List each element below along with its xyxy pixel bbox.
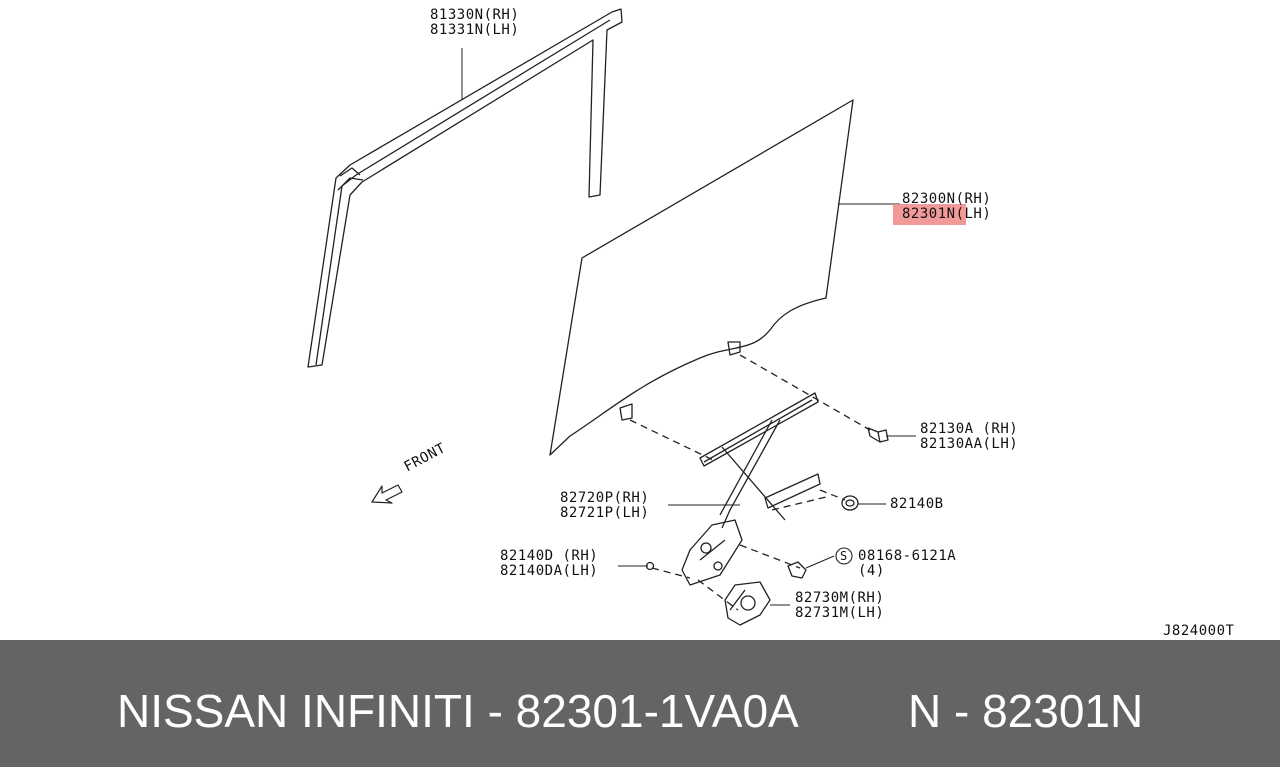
nut-part	[841, 495, 859, 511]
screw-symbol-circle	[835, 547, 853, 565]
rivet-label: 82140D (RH) 82140DA(LH)	[500, 549, 598, 579]
bolt-rh: 82130A (RH)	[920, 421, 1019, 437]
diagram-code: J824000T	[1163, 623, 1235, 639]
glass-rh: 82300N(RH)	[902, 191, 992, 207]
brand-part-number: NISSAN INFINITI - 82301-1VA0A	[117, 685, 799, 737]
part-highlight	[893, 204, 966, 225]
nut-label: 82140B	[890, 496, 944, 512]
bolt-lh: 82130AA(LH)	[920, 436, 1019, 452]
rivet-lh: 82140DA(LH)	[500, 563, 599, 579]
motor-lh: 82731M(LH)	[795, 605, 885, 621]
door-glass	[549, 99, 854, 456]
weatherstrip-label: 81330N(RH) 81331N(LH)	[430, 8, 519, 38]
glass-lh-code: 82301N	[902, 206, 956, 222]
regulator-lh: 82721P(LH)	[560, 505, 650, 521]
weatherstrip-lh: 81331N(LH)	[430, 22, 520, 38]
part-number-banner: NISSAN INFINITI - 82301-1VA0A N - 82301N	[0, 640, 1280, 767]
oem-part-reference: N - 82301N	[908, 685, 1144, 737]
front-arrow-icon	[371, 484, 403, 504]
bolt-part	[867, 427, 889, 443]
screw-qty: (4)	[858, 563, 885, 579]
motor-label: 82730M(RH) 82731M(LH)	[795, 591, 884, 621]
bolt-label: 82130A (RH) 82130AA(LH)	[920, 422, 1018, 452]
regulator-rh: 82720P(RH)	[560, 490, 650, 506]
screw-code: 08168-6121A	[858, 548, 957, 564]
motor-assembly	[724, 581, 771, 626]
parts-diagram: 81330N(RH) 81331N(LH) 82300N(RH) 82301N(…	[307, 8, 1235, 639]
motor-rh: 82730M(RH)	[795, 590, 885, 606]
screw-label: 08168-6121A (4)	[858, 549, 956, 579]
weatherstrip-rh: 81330N(RH)	[430, 7, 520, 23]
screw-symbol: S	[840, 549, 848, 563]
screw-part	[787, 561, 807, 579]
glass-lh-side: (LH)	[955, 206, 992, 222]
regulator-assembly	[681, 392, 821, 586]
assembly-lines	[629, 354, 871, 611]
glass-label: 82300N(RH) 82301N(LH)	[902, 192, 991, 222]
weatherstrip-channel	[307, 8, 623, 368]
diagram-drawing	[307, 8, 916, 626]
leader-lines	[461, 48, 916, 606]
regulator-label: 82720P(RH) 82721P(LH)	[560, 491, 649, 521]
rivet-rh: 82140D (RH)	[500, 548, 599, 564]
